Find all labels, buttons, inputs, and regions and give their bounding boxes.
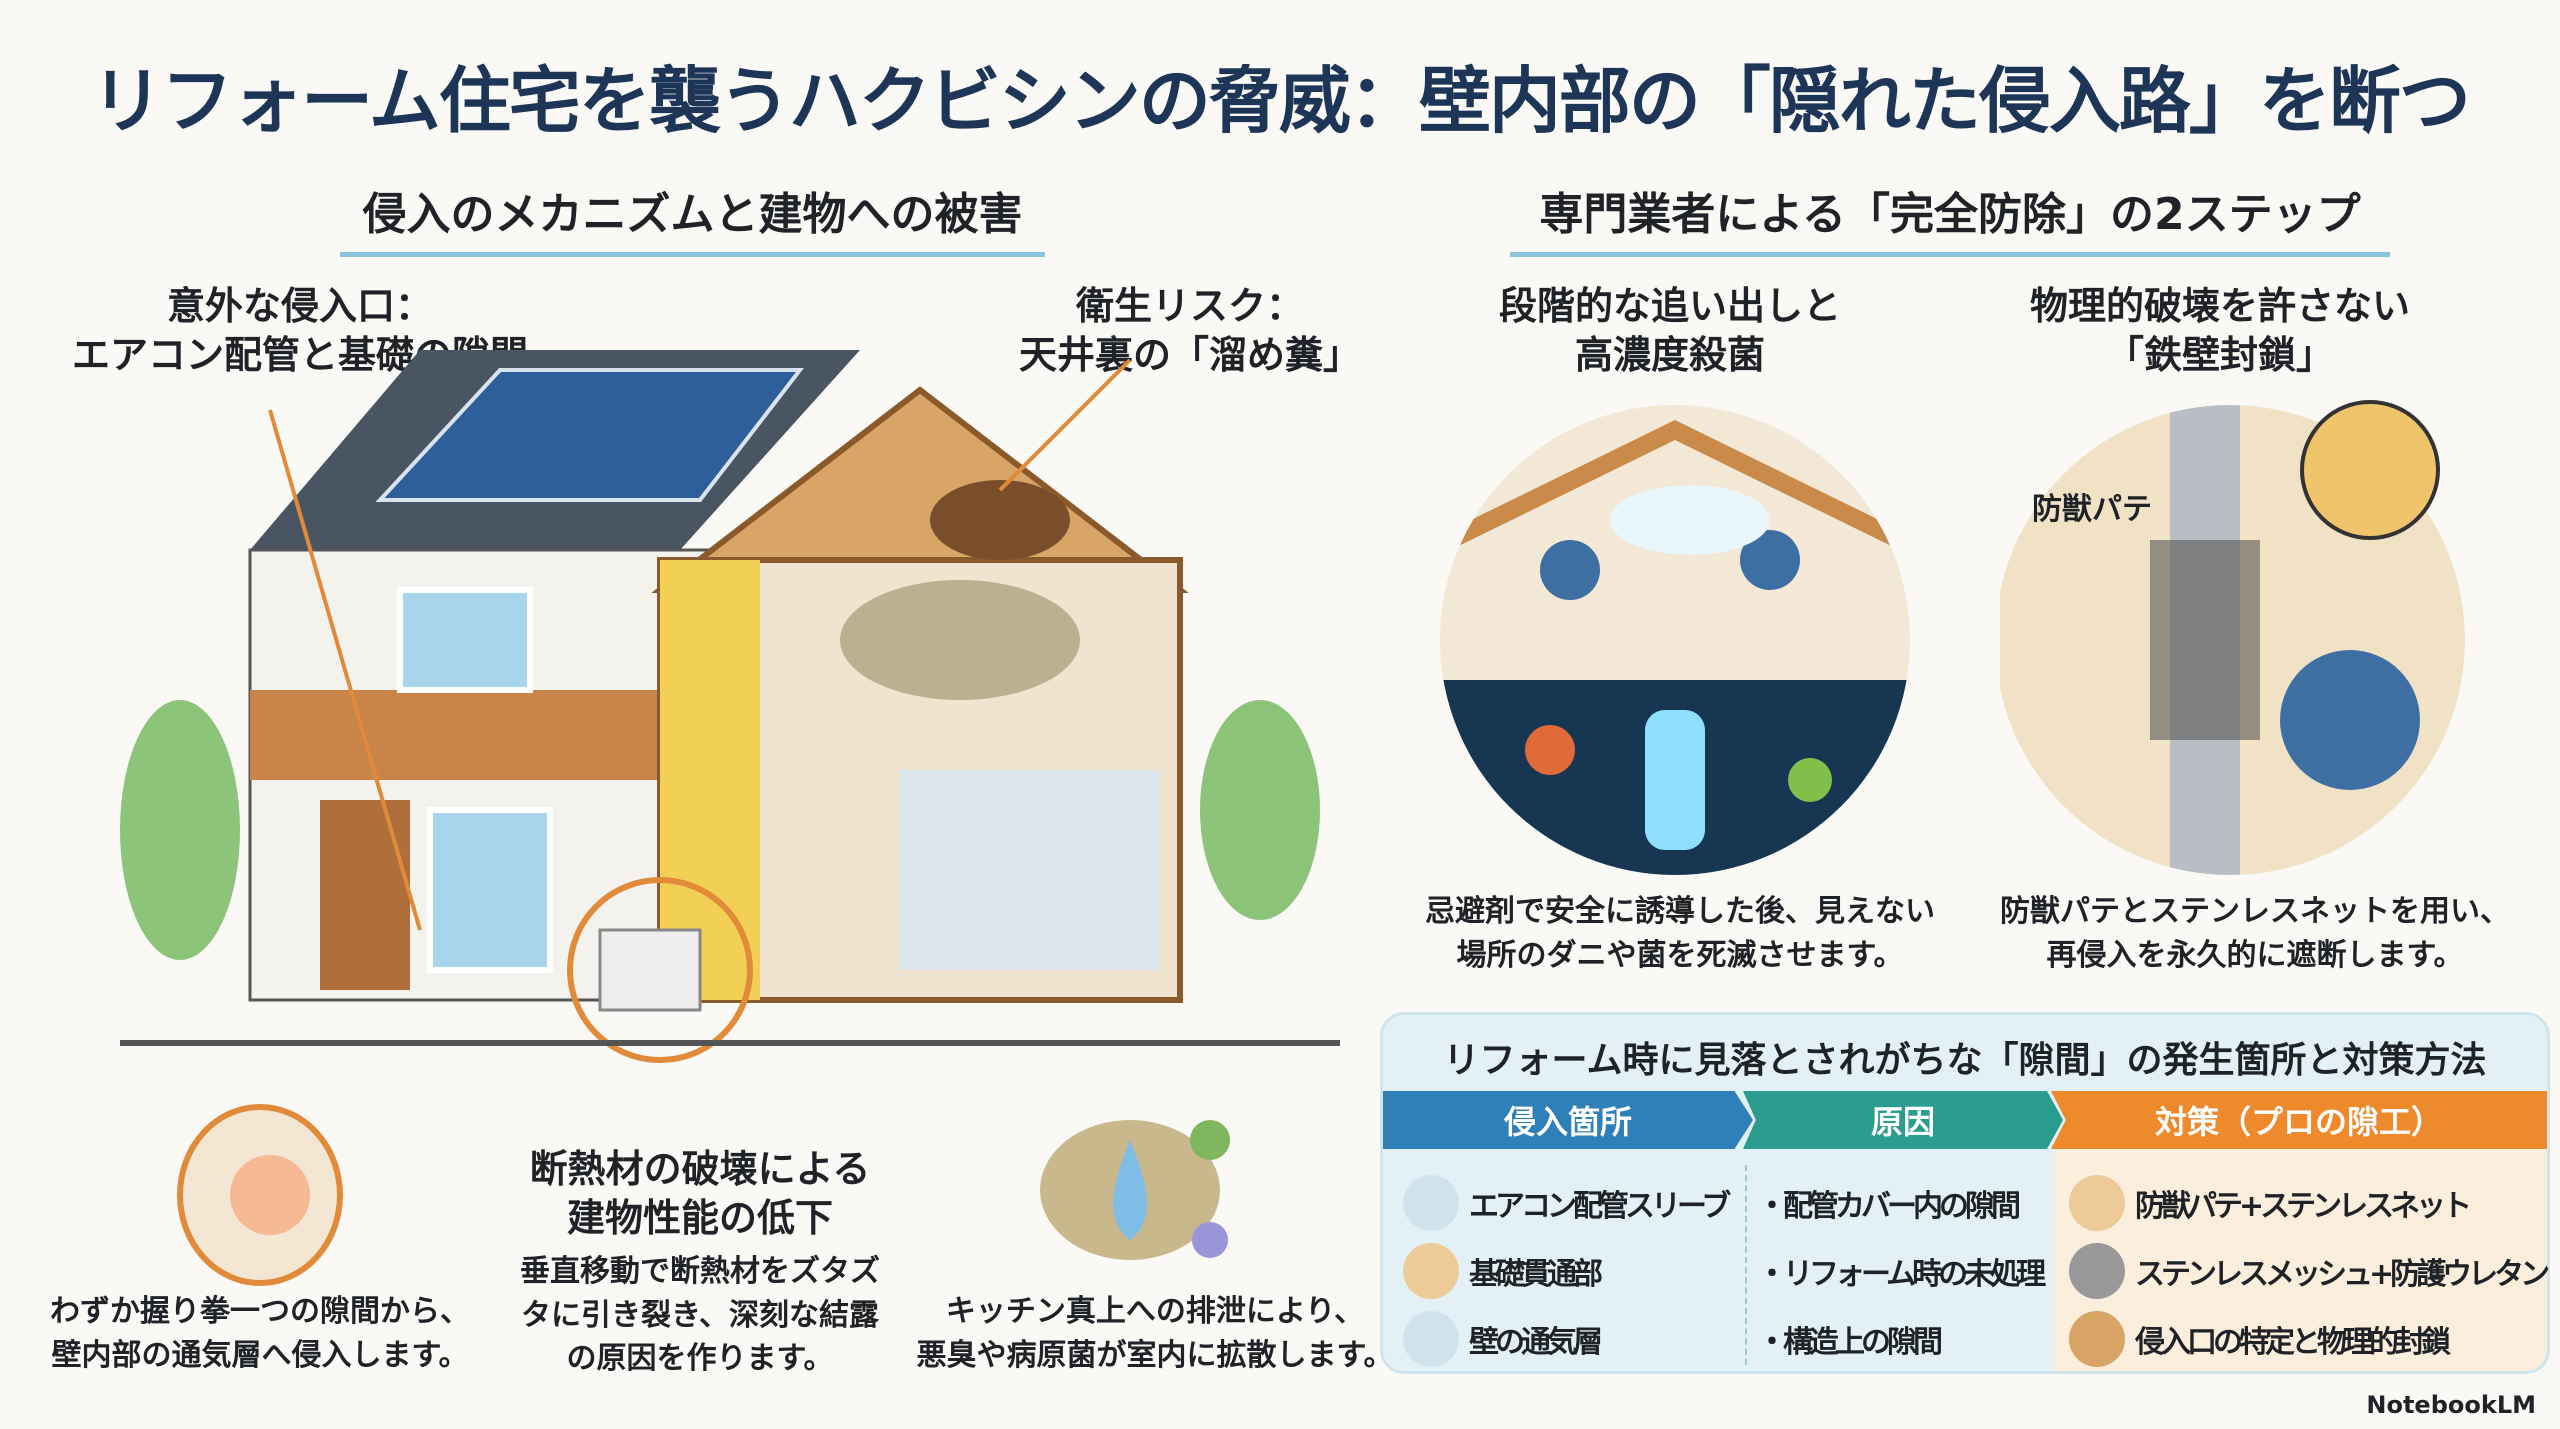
beam-icon <box>2069 1311 2125 1367</box>
step1-desc: 忌避剤で安全に誘導した後、見えない 場所のダニや菌を死滅させます。 <box>1425 894 1935 973</box>
step2-label: 物理的破壊を許さない 「鉄壁封鎖」 <box>2029 284 2410 378</box>
table-row: エアコン配管スリーブ <box>1403 1175 1731 1231</box>
vent-icon <box>1403 1311 1459 1367</box>
fix-row: ステンレスメッシュ+防護ウレタン <box>2069 1243 2550 1299</box>
fix-text: ステンレスメッシュ+防護ウレタン <box>2135 1257 2550 1292</box>
fix-text: 防獣パテ+ステンレスネット <box>2135 1189 2472 1224</box>
left-heading: 侵入のメカニズムと建物への被害 <box>340 178 1045 257</box>
entry-desc: わずか握り拳一つの隙間から、 壁内部の通気層へ侵入します。 <box>50 1294 470 1373</box>
fist-gap-icon <box>177 1104 343 1286</box>
fumigation-illustration <box>1440 405 1910 875</box>
insulation-desc: 垂直移動で断熱材をズタズ タに引き裂き、深刻な結露 の原因を作ります。 <box>520 1254 880 1376</box>
page-title: リフォーム住宅を襲うハクビシンの脅威：壁内部の「隠れた侵入路」を断つ <box>91 59 2471 143</box>
header-place: 侵入箇所 <box>1383 1091 1753 1149</box>
air-conditioner-icon <box>1403 1175 1459 1231</box>
table-row: 基礎貫通部 <box>1403 1243 1603 1299</box>
place-text: エアコン配管スリーブ <box>1469 1189 1731 1224</box>
place-text: 基礎貫通部 <box>1469 1257 1603 1292</box>
header-cause: 原因 <box>1743 1091 2063 1149</box>
cause-text: ・リフォーム時の未処理 <box>1757 1257 2046 1292</box>
gap-countermeasure-table: リフォーム時に見落とされがちな「隙間」の発生箇所と対策方法 侵入箇所 原因 対策… <box>1380 1012 2550 1374</box>
brand-watermark: NotebookLM <box>2366 1391 2536 1419</box>
place-text: 壁の通気層 <box>1469 1325 1603 1360</box>
hygiene-label: 衛生リスク： 天井裏の「溜め糞」 <box>1018 284 1361 378</box>
mesh-icon <box>2069 1243 2125 1299</box>
foundation-pipe-icon <box>1403 1243 1459 1299</box>
step2-desc: 防獣パテとステンレスネットを用い、 再侵入を永久的に遮断します。 <box>2000 894 2510 973</box>
house-illustration <box>120 350 1340 1063</box>
right-heading: 専門業者による「完全防除」の2ステップ <box>1510 178 2390 257</box>
fix-row: 侵入口の特定と物理的封鎖 <box>2069 1311 2451 1367</box>
fix-row: 防獣パテ+ステンレスネット <box>2069 1175 2472 1231</box>
odor-germs-icon <box>1040 1120 1230 1260</box>
fix-text: 侵入口の特定と物理的封鎖 <box>2135 1325 2451 1360</box>
hygiene-desc: キッチン真上への排泄により、 悪臭や病原菌が室内に拡散します。 <box>916 1294 1394 1373</box>
table-title: リフォーム時に見落とされがちな「隙間」の発生箇所と対策方法 <box>1443 1040 2487 1081</box>
table-row: 壁の通気層 <box>1403 1311 1603 1367</box>
insulation-label: 断熱材の破壊による 建物性能の低下 <box>529 1147 871 1241</box>
step1-label: 段階的な追い出しと 高濃度殺菌 <box>1498 284 1841 378</box>
header-fix: 対策（プロの隙工） <box>2051 1091 2547 1149</box>
cause-text: ・構造上の隙間 <box>1757 1325 1943 1360</box>
sealing-illustration <box>2000 400 2465 875</box>
pipe-icon <box>2069 1175 2125 1231</box>
putty-callout: 防獣パテ <box>2032 492 2152 527</box>
cause-text: ・配管カバー内の隙間 <box>1757 1189 2021 1224</box>
